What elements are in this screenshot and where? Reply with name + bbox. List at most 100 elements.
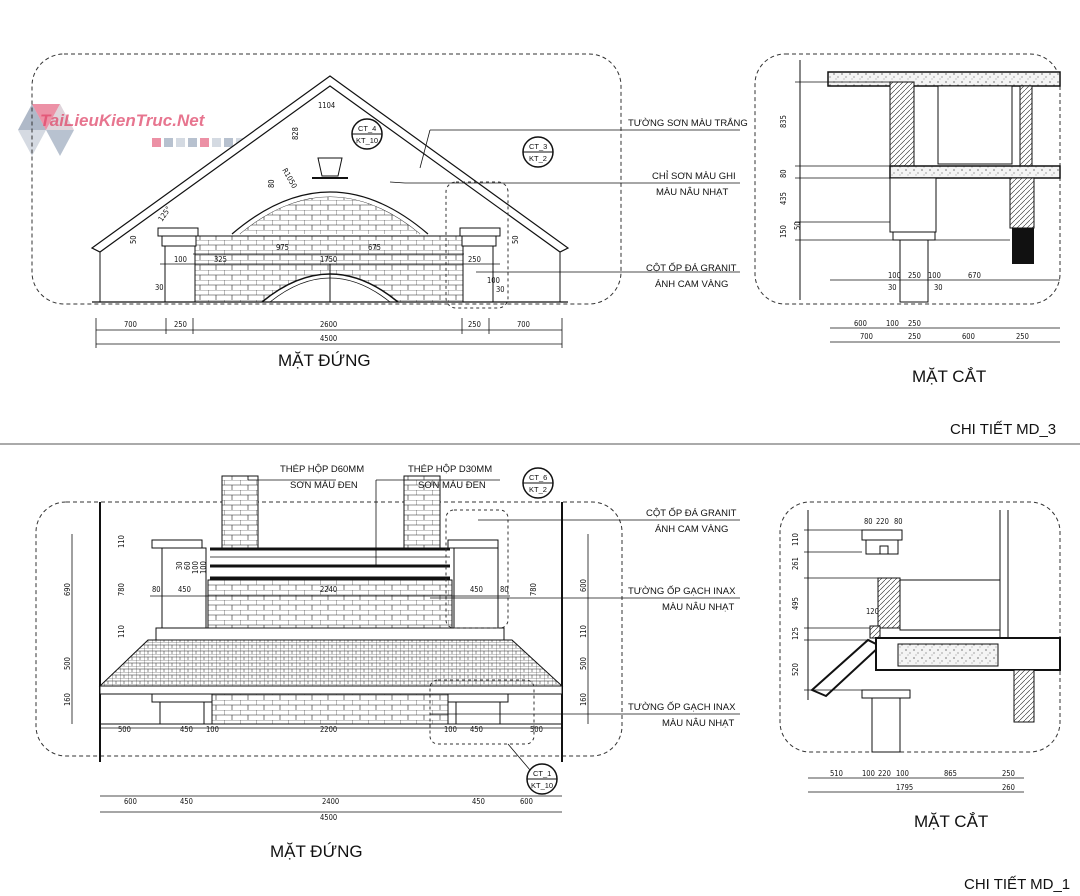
dim: 120 xyxy=(866,607,879,616)
dim: 450 xyxy=(470,585,483,594)
dim: 835 xyxy=(779,115,788,128)
note-label: THÉP HỘP D60MM xyxy=(280,464,364,475)
dim: 50 xyxy=(511,235,520,244)
dim: 80 xyxy=(500,585,509,594)
md3-elevation xyxy=(31,53,740,348)
dim: 50 xyxy=(793,221,802,230)
note-label: THÉP HỘP D30MM xyxy=(408,464,492,475)
dim: 700 xyxy=(860,332,873,341)
dim: 30 xyxy=(888,283,897,292)
dim: 675 xyxy=(368,243,381,252)
dim: 150 xyxy=(779,225,788,238)
dim: 865 xyxy=(944,769,957,778)
dim: 325 xyxy=(214,255,227,264)
dim: 510 xyxy=(830,769,843,778)
dim: 600 xyxy=(520,797,533,806)
dim: 260 xyxy=(1002,783,1015,792)
dim: 495 xyxy=(791,597,800,610)
watermark-logo: TaiLieuKienTruc.Net xyxy=(18,104,245,156)
dim: 80 xyxy=(152,585,161,594)
note-label: MÀU NÂU NHẠT xyxy=(662,602,735,613)
dim: 60 xyxy=(183,561,192,570)
bubble-bottom: KT_2 xyxy=(529,154,547,163)
dim: 100 xyxy=(206,725,219,734)
dim: 250 xyxy=(908,319,921,328)
dim: 261 xyxy=(791,557,800,570)
dim: 700 xyxy=(517,320,530,329)
dim: 250 xyxy=(908,271,921,280)
dim: 100 xyxy=(888,271,901,280)
dim: 100 xyxy=(928,271,941,280)
dim: 700 xyxy=(124,320,137,329)
dim: 450 xyxy=(180,797,193,806)
md1-elevation xyxy=(35,475,740,813)
dim: R1050 xyxy=(280,167,299,190)
dim: 100 xyxy=(444,725,457,734)
dim: 780 xyxy=(117,583,126,596)
md3-elevation-title: MẶT ĐỨNG xyxy=(278,351,371,370)
dim: 780 xyxy=(529,583,538,596)
dim: 30 xyxy=(175,561,184,570)
md3-section-title: MẶT CẮT xyxy=(912,367,986,386)
dim: 450 xyxy=(180,725,193,734)
dim: 160 xyxy=(63,693,72,706)
dim: 30 xyxy=(496,285,505,294)
dim: 435 xyxy=(779,192,788,205)
dim: 500 xyxy=(579,657,588,670)
dim: 1750 xyxy=(320,255,337,264)
md3-detail-bubble: CT_4 KT_10 CT_3 KT_2 xyxy=(351,118,554,168)
note-label: CỘT ỐP ĐÁ GRANIT xyxy=(646,507,737,519)
dim: 50 xyxy=(129,235,138,244)
bubble-top: CT_4 xyxy=(358,124,376,133)
bubble-bottom: KT_10 xyxy=(531,781,553,790)
tile-roof xyxy=(98,639,564,687)
dim: 220 xyxy=(878,769,891,778)
note-label: SƠN MÀU ĐEN xyxy=(290,480,358,491)
dim: 2600 xyxy=(320,320,337,329)
bubble-top: CT_3 xyxy=(529,142,547,151)
md1-sheet-label: CHI TIẾT MD_1 xyxy=(964,876,1070,893)
dim: 100 xyxy=(487,276,500,285)
dim: 600 xyxy=(854,319,867,328)
dim: 110 xyxy=(117,535,126,548)
dim: 690 xyxy=(63,583,72,596)
dim-total: 4500 xyxy=(320,334,337,343)
dim: 2240 xyxy=(320,585,337,594)
dim: 600 xyxy=(962,332,975,341)
dim: 250 xyxy=(468,320,481,329)
bubble-top: CT_1 xyxy=(533,769,551,778)
watermark-text: TaiLieuKienTruc.Net xyxy=(40,111,206,130)
md3-elevation-notes: TƯỜNG SƠN MÀU TRẮNG CHỈ SƠN MÀU GHI MÀU … xyxy=(628,118,748,290)
dim: 450 xyxy=(178,585,191,594)
dim: 1795 xyxy=(896,783,913,792)
dim: 100 xyxy=(174,255,187,264)
dim: 520 xyxy=(791,663,800,676)
dim: 250 xyxy=(174,320,187,329)
dim: 450 xyxy=(472,797,485,806)
bubble-top: CT_6 xyxy=(529,473,547,482)
dim: 80 xyxy=(267,179,276,188)
dim: 80 xyxy=(894,517,903,526)
dim: 80 xyxy=(779,169,788,178)
dim: 220 xyxy=(876,517,889,526)
dim: 500 xyxy=(118,725,131,734)
dim: 500 xyxy=(63,657,72,670)
md3-section: 835 80 435 150 50 100 250 100 670 30 30 … xyxy=(754,53,1061,343)
note-label: TƯỜNG SƠN MÀU TRẮNG xyxy=(628,118,748,129)
note-label: TƯỜNG ỐP GẠCH INAX xyxy=(628,585,736,597)
dim: 125 xyxy=(791,627,800,640)
dim: 100 xyxy=(896,769,909,778)
note-label: MÀU NÂU NHẠT xyxy=(662,718,735,729)
dim: 110 xyxy=(117,625,126,638)
md1-elevation-title: MẶT ĐỨNG xyxy=(270,842,363,861)
dim: 670 xyxy=(968,271,981,280)
dim: 250 xyxy=(1016,332,1029,341)
dim: 2200 xyxy=(320,725,337,734)
dim: 100 xyxy=(862,769,875,778)
md1-section-title: MẶT CẮT xyxy=(914,812,988,831)
dim: 30 xyxy=(934,283,943,292)
dim: 600 xyxy=(579,579,588,592)
dim: 975 xyxy=(276,243,289,252)
dim: 1104 xyxy=(318,101,335,110)
dim: 100 xyxy=(191,561,200,574)
